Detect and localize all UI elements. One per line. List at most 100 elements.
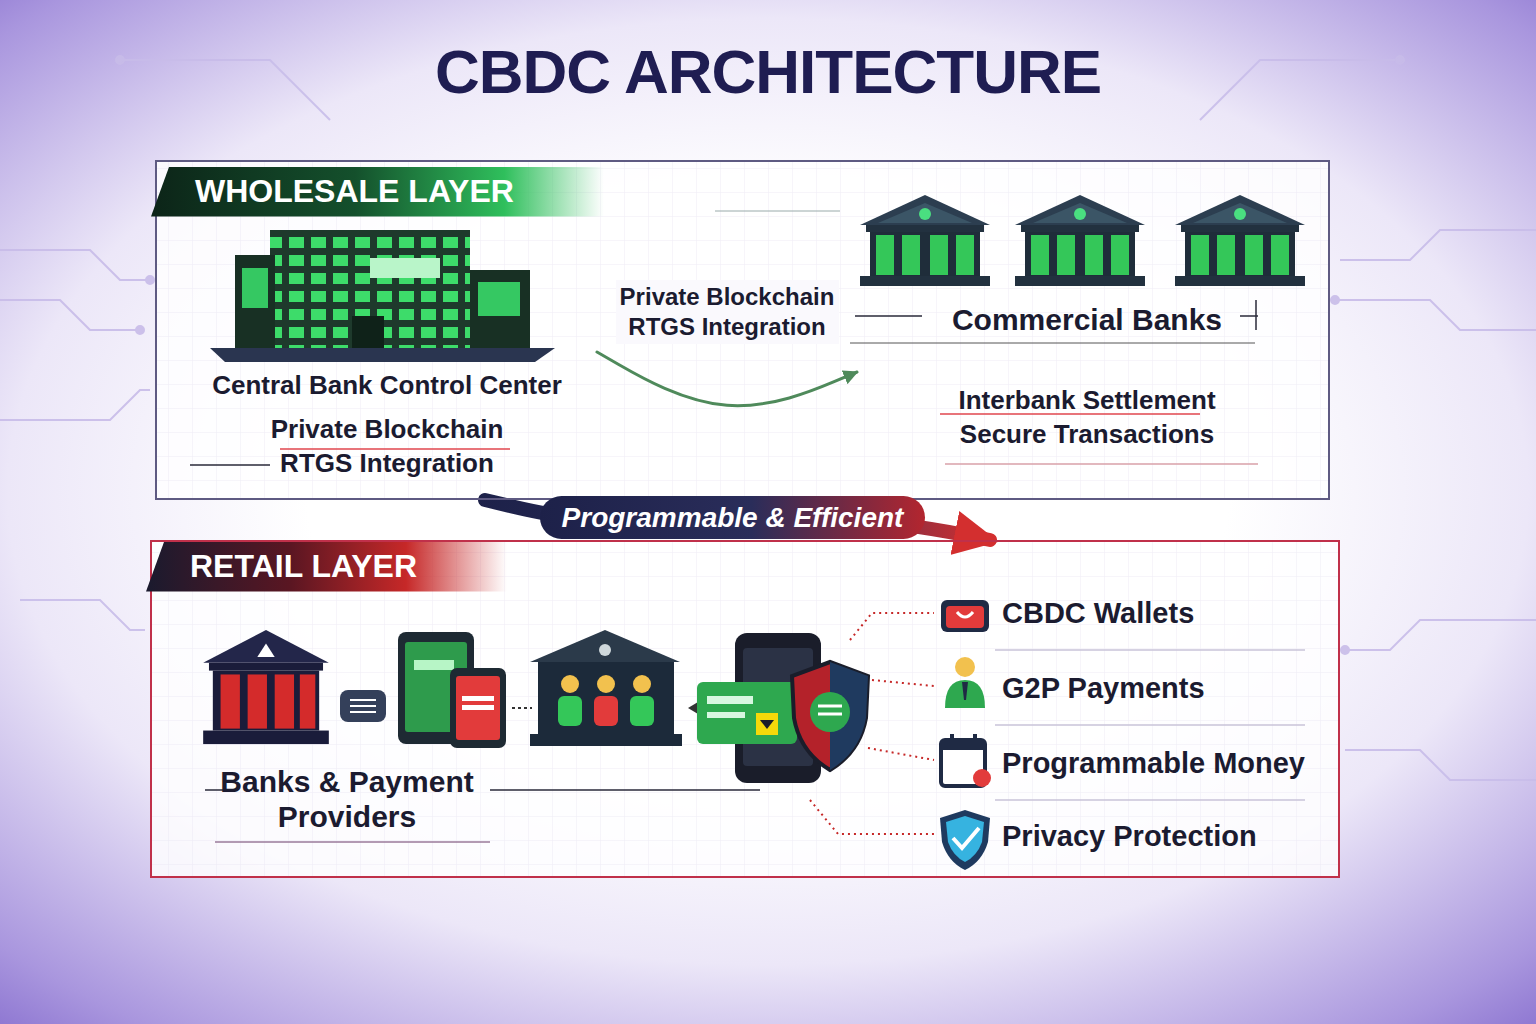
central-bank-building (352, 316, 384, 348)
central-bank-building (270, 230, 470, 348)
retail-illustration (599, 644, 611, 656)
feature-icon (973, 769, 991, 787)
retail-illustration (558, 696, 582, 726)
retail-illustration (512, 707, 532, 709)
circuit-decoration (1345, 750, 1536, 780)
leader-line (810, 613, 934, 834)
retail-illustration (697, 682, 797, 744)
feature-icon (946, 816, 984, 862)
commercial-bank-icon (1175, 195, 1305, 286)
feature-icon (940, 600, 991, 870)
node-sublabel: Secure Transactions (960, 418, 1214, 452)
decorative-rule (945, 463, 1258, 465)
circuit-decoration (20, 600, 145, 630)
retail-illustration (818, 705, 842, 708)
node-label: Programmable Money (1002, 745, 1305, 783)
retail-illustration (350, 711, 376, 713)
commercial-bank-icon (860, 195, 1305, 286)
feature-icon (941, 740, 985, 750)
decorative-rule (190, 464, 270, 466)
circuit-decoration (136, 326, 144, 334)
leader-line (810, 800, 934, 834)
circuit-decoration (116, 56, 124, 64)
leader-line (872, 680, 934, 686)
node-sublabel: RTGS Integration (280, 447, 494, 481)
decorative-rule (855, 315, 922, 317)
node-sublabel: Private Blockchain (271, 413, 504, 447)
decorative-rule (190, 211, 1258, 465)
retail-illustration (792, 662, 868, 770)
feature-divider (995, 799, 1305, 801)
feature-item: G2P Payments (1002, 667, 1322, 713)
commercial-banks-node: Commercial BanksInterbank SettlementSecu… (857, 192, 1317, 467)
circuit-decoration (146, 276, 154, 284)
decorative-rule (1255, 300, 1257, 330)
central-bank-building (210, 348, 555, 362)
central-bank-building (210, 230, 555, 362)
retail-illustration (688, 702, 698, 714)
retail-illustration (760, 720, 774, 729)
feature-icon (945, 680, 985, 708)
retail-illustration (561, 675, 579, 693)
feature-icon (940, 810, 990, 870)
retail-illustration (203, 630, 868, 783)
retail-illustration (414, 660, 454, 670)
diagram-title: CBDC ARCHITECTURE (0, 36, 1536, 107)
edge-label: Private Blockchain RTGS Integration (616, 280, 839, 344)
feature-icon (955, 657, 975, 677)
circuit-decoration (1340, 230, 1536, 260)
retail-illustration (340, 690, 386, 722)
commercial-bank-icon (1015, 195, 1145, 286)
retail-illustration (203, 630, 329, 744)
retail-illustration (350, 705, 376, 707)
retail-illustration (456, 676, 500, 740)
retail-illustration (756, 713, 778, 735)
central-bank-building (478, 282, 520, 316)
node-label: Banks & Payment Providers (202, 764, 492, 835)
feature-item: Programmable Money (1002, 742, 1322, 788)
feature-icon (973, 734, 977, 746)
circuit-decoration (1341, 646, 1349, 654)
central-bank-building (270, 230, 470, 348)
feature-item: Privacy Protection (1002, 815, 1322, 861)
retail-illustration (450, 668, 506, 748)
circuit-decoration (1335, 300, 1536, 330)
circuit-decoration (1331, 296, 1339, 304)
retail-illustration (633, 675, 651, 693)
decorative-rule (850, 343, 1255, 344)
retail-illustration (350, 699, 376, 701)
node-label: CBDC Wallets (1002, 595, 1194, 633)
node-sublabel: Interbank Settlement (958, 384, 1215, 418)
retail-illustration (538, 662, 674, 734)
retail-illustration (462, 696, 494, 701)
node-label: G2P Payments (1002, 670, 1205, 708)
central-bank-building (235, 255, 275, 348)
circuit-decoration (0, 390, 150, 420)
panel-ground (150, 160, 1340, 878)
retail-illustration (707, 696, 753, 704)
flow-arrow (597, 352, 857, 406)
circuit-decoration (0, 300, 140, 330)
retail-illustration (707, 712, 745, 718)
node-label: Privacy Protection (1002, 818, 1257, 856)
leader-line (868, 748, 934, 760)
node-label: Commercial Banks (952, 300, 1222, 339)
circuit-decoration (1396, 56, 1404, 64)
central-bank-building (370, 258, 440, 278)
retail-illustration (630, 696, 654, 726)
feature-item: CBDC Wallets (1002, 592, 1322, 638)
provider-node: Banks & Payment Providers (202, 764, 492, 848)
circuit-decoration (120, 60, 330, 120)
feature-divider (215, 841, 490, 843)
central-bank-node: Central Bank Control CenterPrivate Block… (177, 227, 597, 497)
feature-icon (957, 612, 973, 617)
circuit-decoration (0, 250, 150, 280)
retail-illustration (530, 630, 680, 662)
leader-line (850, 613, 934, 640)
central-bank-building (242, 268, 268, 308)
feature-divider (490, 789, 760, 791)
decorative-rule (715, 211, 840, 212)
retail-illustration (530, 734, 682, 746)
layer-heading: RETAIL LAYER (146, 542, 507, 592)
